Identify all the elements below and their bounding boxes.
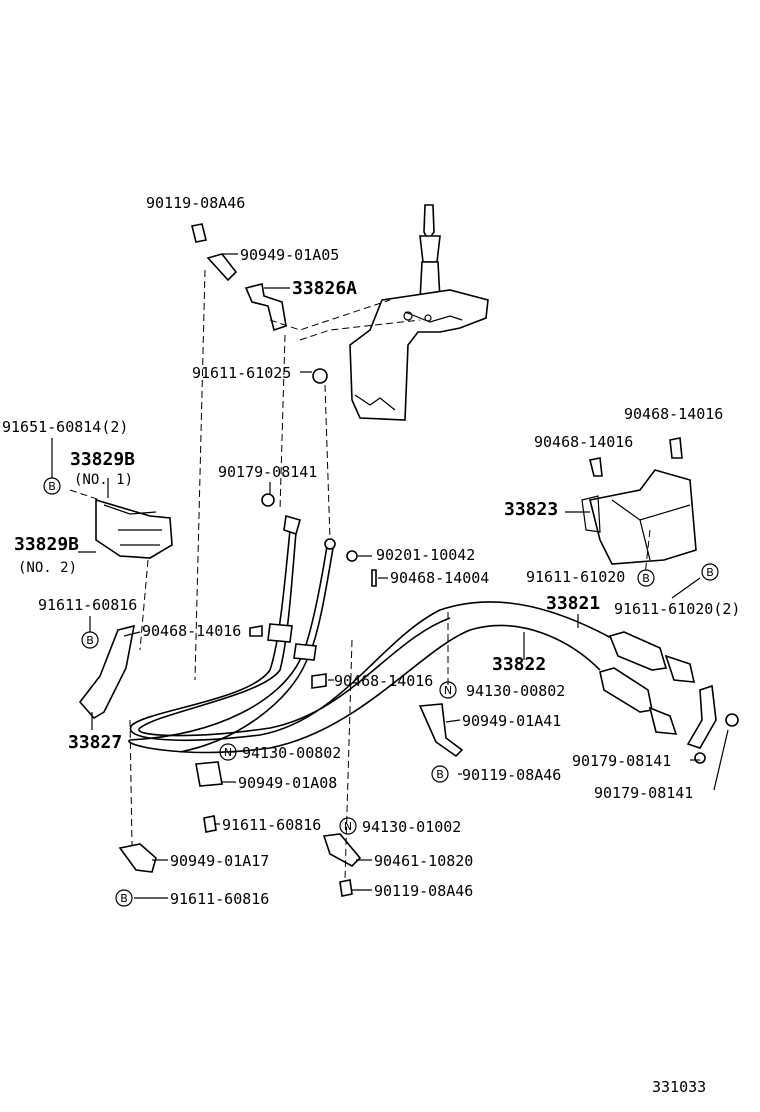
shift-lever-assembly [349, 204, 489, 421]
label-94130-00802-right: 94130-00802 [466, 682, 565, 700]
label-91611-61020-2: 91611-61020(2) [614, 600, 740, 618]
callout-b-91611-61020-2: B [701, 563, 719, 581]
grommet-90949-01a17 [118, 843, 157, 873]
callout-n-94130-left: N [219, 743, 237, 761]
callout-markers: B B B B N N B N B [43, 477, 719, 907]
label-90468-14016-r1: 90468-14016 [624, 405, 723, 423]
svg-text:B: B [120, 892, 128, 905]
shift-cables [128, 514, 717, 754]
callout-b-91611-60816-left: B [81, 631, 99, 649]
label-90461-10820: 90461-10820 [374, 852, 473, 870]
label-no2: (NO. 2) [18, 560, 77, 576]
label-90179-08141-r2: 90179-08141 [594, 784, 693, 802]
label-33823: 33823 [504, 499, 558, 520]
bolt-90119-08a46-top [191, 223, 207, 243]
svg-text:B: B [706, 566, 714, 579]
label-33829b-no1: 33829B [70, 449, 135, 470]
grommet-90949-01a08 [195, 761, 223, 787]
bracket-33826a [244, 283, 287, 332]
callout-n-94130-right: N [439, 681, 457, 699]
callout-b-90119-mid: B [431, 765, 449, 783]
bracket-33827 [78, 624, 136, 720]
label-90949-01a05: 90949-01A05 [240, 246, 339, 264]
clip-90468-14016-lower [311, 673, 327, 689]
bolt-91611-60816-mid [203, 815, 217, 833]
label-33821: 33821 [546, 593, 600, 614]
clip-90468-14016-mid [249, 625, 263, 637]
label-94130-01002: 94130-01002 [362, 818, 461, 836]
label-90468-14016-r2: 90468-14016 [534, 433, 633, 451]
label-91611-60816-bottom: 91611-60816 [170, 890, 269, 908]
reference-lines [69, 269, 651, 881]
svg-text:B: B [642, 572, 650, 585]
label-90179-08141-r1: 90179-08141 [572, 752, 671, 770]
label-90119-08a46-top: 90119-08A46 [146, 194, 245, 212]
label-90949-01a08: 90949-01A08 [238, 774, 337, 792]
label-91611-60816-mid: 91611-60816 [222, 816, 321, 834]
bracket-33829b [95, 498, 173, 559]
bracket-33823 [581, 469, 697, 565]
nut-90179-08141-r2 [725, 713, 739, 727]
label-33826a: 33826A [292, 278, 357, 299]
part-labels: 90119-08A46 90949-01A05 33826A 91611-610… [2, 194, 740, 908]
grommet-90949-01a05 [206, 253, 238, 282]
label-91651-60814: 91651-60814(2) [2, 418, 128, 436]
pin-90468-14004 [371, 569, 377, 587]
label-no1: (NO. 1) [74, 472, 133, 488]
svg-text:N: N [344, 820, 352, 833]
figure-id: 331033 [652, 1078, 706, 1096]
callout-b-91651: B [43, 477, 61, 495]
svg-text:B: B [86, 634, 94, 647]
label-33827: 33827 [68, 732, 122, 753]
label-33829b-no2: 33829B [14, 534, 79, 555]
label-90468-14016-lower: 90468-14016 [334, 672, 433, 690]
label-90201-10042: 90201-10042 [376, 546, 475, 564]
leader-lines [51, 253, 729, 899]
label-90949-01a41: 90949-01A41 [462, 712, 561, 730]
callout-b-91611-bottom: B [115, 889, 133, 907]
label-91611-61025: 91611-61025 [192, 364, 291, 382]
label-91611-61020: 91611-61020 [526, 568, 625, 586]
clamp-90461-10820 [322, 833, 362, 867]
grommet-90949-01a41 [418, 703, 464, 758]
svg-text:B: B [48, 480, 56, 493]
hardware-parts [118, 493, 739, 897]
label-90119-08a46-bottom: 90119-08A46 [374, 882, 473, 900]
bolt-91611-61025 [312, 368, 328, 384]
nut-90201-10042 [346, 550, 358, 562]
label-90949-01a17: 90949-01A17 [170, 852, 269, 870]
clip-90468-14016-right [589, 437, 683, 477]
nut-90179-08141-r1 [694, 752, 706, 764]
label-90468-14016-mid: 90468-14016 [142, 622, 241, 640]
svg-text:N: N [224, 746, 232, 759]
label-91611-60816-left: 91611-60816 [38, 596, 137, 614]
svg-text:N: N [444, 684, 452, 697]
label-90119-08a46-mid: 90119-08A46 [462, 766, 561, 784]
callout-n-94130-01002: N [339, 817, 357, 835]
label-94130-00802-left: 94130-00802 [242, 744, 341, 762]
label-33822: 33822 [492, 654, 546, 675]
svg-text:B: B [436, 768, 444, 781]
nut-90179-08141-left [261, 493, 275, 507]
label-90179-08141-left: 90179-08141 [218, 463, 317, 481]
callout-b-91611-61020: B [637, 569, 655, 587]
label-90468-14004: 90468-14004 [390, 569, 489, 587]
bolt-90119-08a46-bottom [339, 879, 353, 897]
